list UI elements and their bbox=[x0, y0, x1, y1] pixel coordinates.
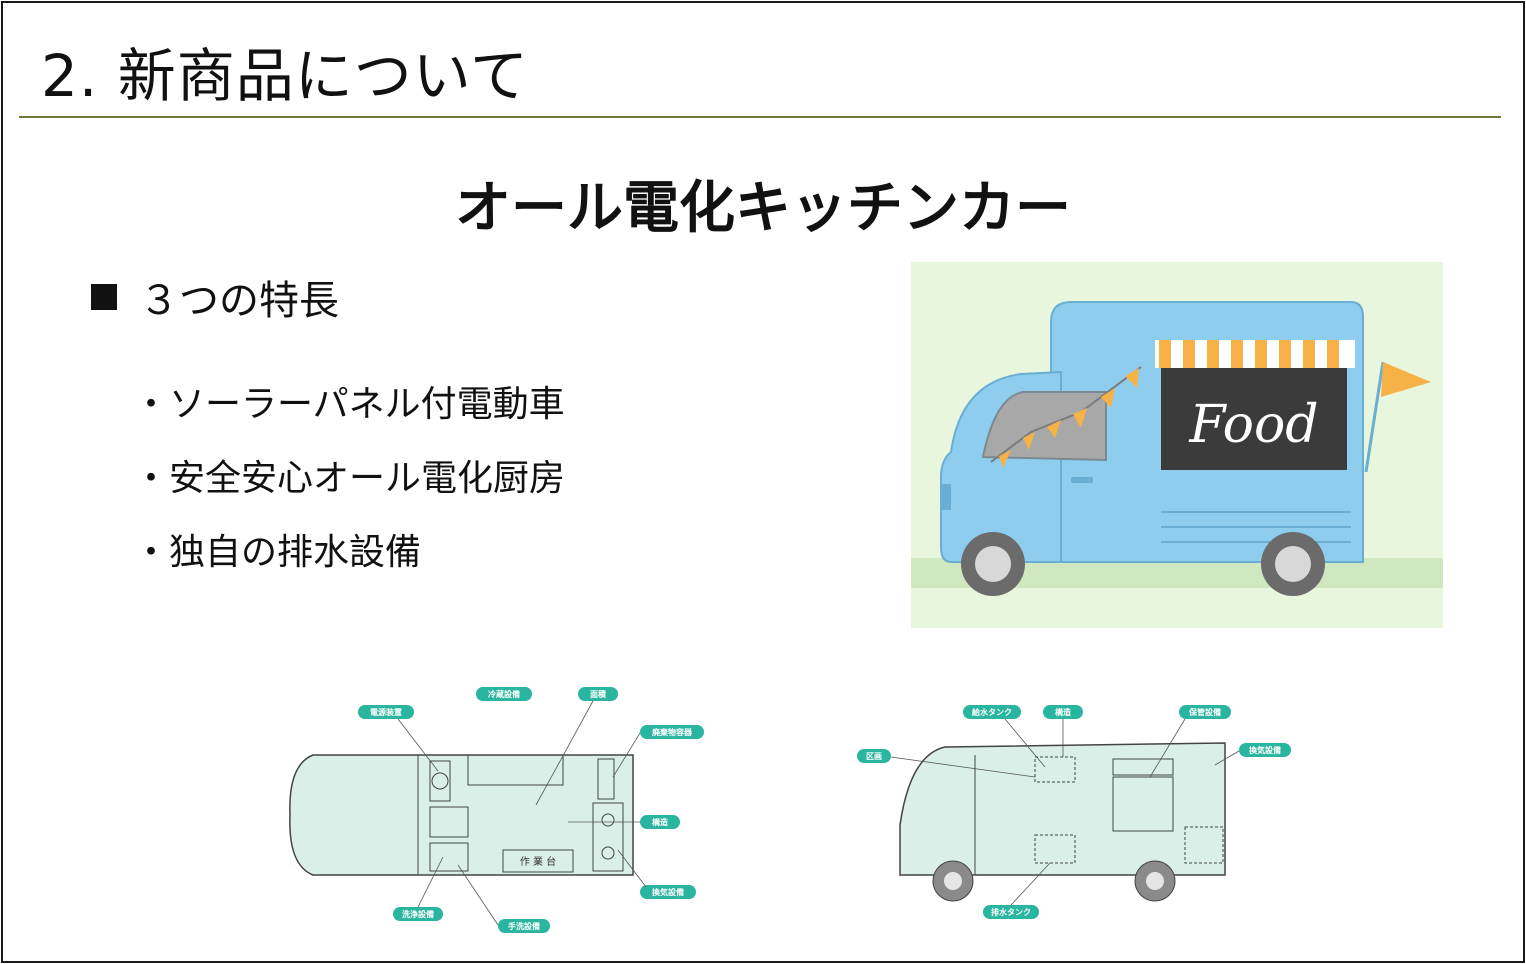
tag-wash: 洗浄設備 bbox=[393, 907, 443, 921]
svg-text:廃棄物容器: 廃棄物容器 bbox=[652, 727, 693, 737]
svg-text:構造: 構造 bbox=[1055, 707, 1071, 717]
tag-drain-tank: 排水タンク bbox=[983, 905, 1039, 919]
feature-item: ・安全安心オール電化厨房 bbox=[133, 458, 566, 499]
tag-handwash: 手洗設備 bbox=[498, 919, 550, 933]
tag-structure-side: 構造 bbox=[1043, 705, 1083, 719]
svg-text:洗浄設備: 洗浄設備 bbox=[402, 909, 434, 919]
svg-text:保管設備: 保管設備 bbox=[1188, 707, 1221, 717]
svg-text:給水タンク: 給水タンク bbox=[972, 707, 1012, 717]
title-divider bbox=[19, 116, 1501, 118]
svg-text:電源装置: 電源装置 bbox=[370, 707, 402, 717]
tag-partition: 区画 bbox=[857, 749, 891, 763]
product-name: オール電化キッチンカー bbox=[455, 176, 1071, 241]
tag-storage: 保管設備 bbox=[1179, 705, 1231, 719]
svg-text:構造: 構造 bbox=[652, 817, 668, 827]
tag-area: 面積 bbox=[578, 687, 618, 701]
feature-list: ・ソーラーパネル付電動車 ・安全安心オール電化厨房 ・独自の排水設備 bbox=[133, 368, 565, 590]
feature-item: ・独自の排水設備 bbox=[133, 532, 422, 573]
feature-item: ・ソーラーパネル付電動車 bbox=[133, 384, 565, 425]
svg-text:換気設備: 換気設備 bbox=[1249, 745, 1281, 755]
tag-vent: 換気設備 bbox=[640, 885, 696, 899]
svg-text:面積: 面積 bbox=[590, 689, 607, 699]
truck-sign-text: Food bbox=[1188, 395, 1318, 455]
svg-text:換気設備: 換気設備 bbox=[652, 887, 684, 897]
slide-title: 2. 新商品について bbox=[41, 42, 530, 110]
tag-structure: 構造 bbox=[640, 815, 680, 829]
tag-waste: 廃棄物容器 bbox=[640, 725, 704, 739]
svg-text:手洗設備: 手洗設備 bbox=[508, 921, 540, 931]
tag-fridge: 冷蔵設備 bbox=[476, 687, 532, 701]
features-heading-text: ３つの特長 bbox=[139, 278, 339, 324]
svg-text:冷蔵設備: 冷蔵設備 bbox=[488, 689, 520, 699]
side-view-diagram: 給水タンク 構造 保管設備 換気設備 区画 排水タンク bbox=[857, 705, 1291, 919]
tag-supply-tank: 給水タンク bbox=[963, 705, 1021, 719]
worktable-label: 作 業 台 bbox=[520, 855, 556, 868]
tag-vent-side: 換気設備 bbox=[1239, 743, 1291, 757]
tag-power: 電源装置 bbox=[358, 705, 414, 719]
food-truck-illustration: Food bbox=[911, 262, 1443, 628]
floor-plan-diagram: 作 業 台 電源装置 冷蔵設備 面積 廃棄物容器 構造 換気設備 洗浄設備 手洗… bbox=[289, 687, 704, 933]
features-heading: ３つの特長 bbox=[91, 268, 339, 326]
svg-text:区画: 区画 bbox=[866, 752, 882, 761]
square-bullet-icon bbox=[91, 284, 117, 310]
svg-text:排水タンク: 排水タンク bbox=[991, 907, 1031, 917]
